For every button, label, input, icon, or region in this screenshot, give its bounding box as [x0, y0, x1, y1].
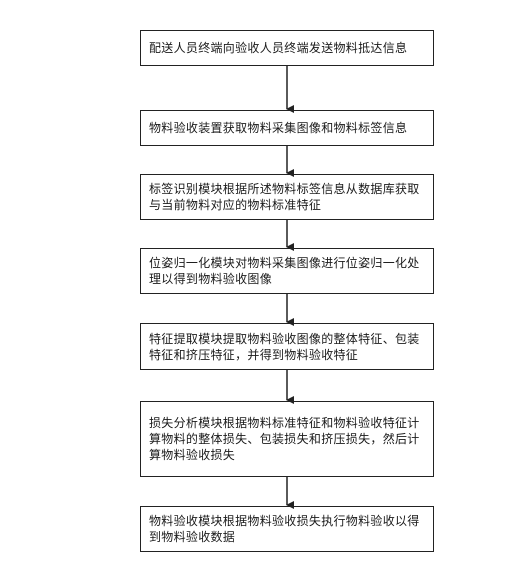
step-4-box: 位姿归一化模块对物料采集图像进行位姿归一化处理以得到物料验收图像 [140, 248, 434, 294]
step-3-text: 标签识别模块根据所述物料标签信息从数据库获取与当前物料对应的物料标准特征 [149, 182, 420, 212]
step-5-box: 特征提取模块提取物料验收图像的整体特征、包装特征和挤压特征，并得到物料验收特征 [140, 323, 434, 370]
step-6-box: 损失分析模块根据物料标准特征和物料验收特征计算物料的整体损失、包装损失和挤压损失… [140, 401, 434, 477]
step-6-text: 损失分析模块根据物料标准特征和物料验收特征计算物料的整体损失、包装损失和挤压损失… [149, 416, 420, 462]
step-3-box: 标签识别模块根据所述物料标签信息从数据库获取与当前物料对应的物料标准特征 [140, 174, 434, 220]
step-1-box: 配送人员终端向验收人员终端发送物料抵达信息 [140, 30, 434, 66]
step-5-text: 特征提取模块提取物料验收图像的整体特征、包装特征和挤压特征，并得到物料验收特征 [149, 331, 420, 362]
step-7-box: 物料验收模块根据物料验收损失执行物料验收以得到物料验收数据 [140, 506, 434, 552]
step-7-text: 物料验收模块根据物料验收损失执行物料验收以得到物料验收数据 [149, 514, 420, 544]
step-4-text: 位姿归一化模块对物料采集图像进行位姿归一化处理以得到物料验收图像 [149, 256, 420, 286]
step-2-box: 物料验收装置获取物料采集图像和物料标签信息 [140, 110, 434, 146]
step-1-text: 配送人员终端向验收人员终端发送物料抵达信息 [149, 41, 408, 55]
step-2-text: 物料验收装置获取物料采集图像和物料标签信息 [149, 121, 408, 135]
